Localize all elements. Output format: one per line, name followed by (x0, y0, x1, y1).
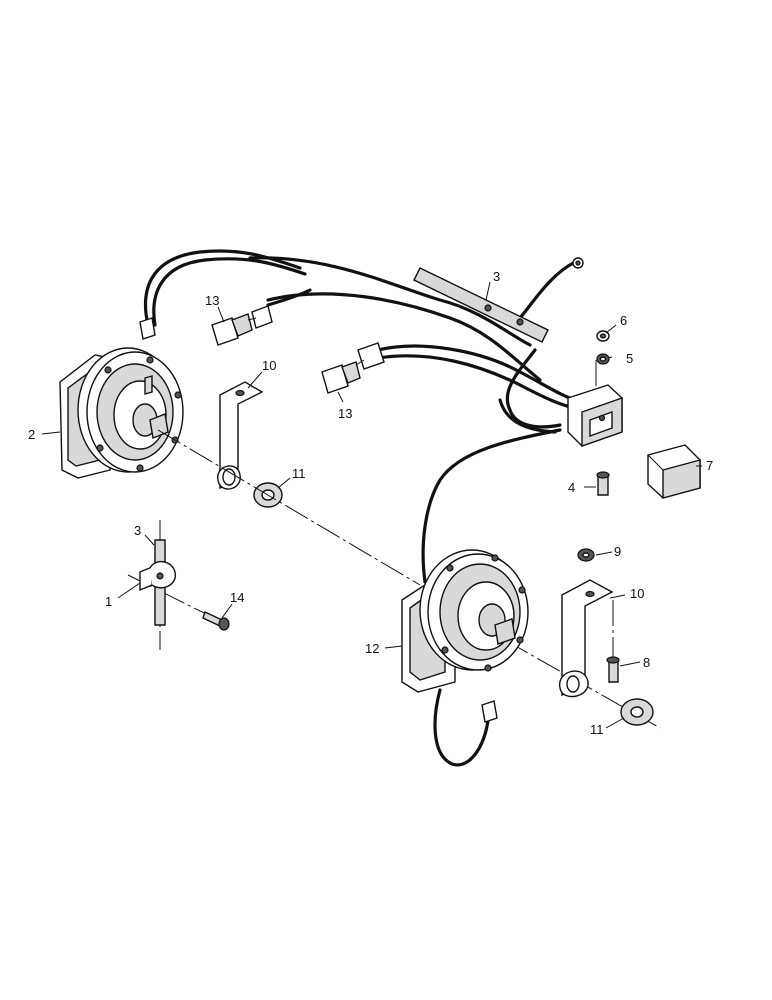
callout-8: 8 (643, 655, 650, 670)
ring-terminal (572, 257, 584, 269)
connector-13-left (211, 305, 273, 346)
nut-6 (596, 330, 610, 342)
callout-10-upper: 10 (262, 358, 276, 373)
wiring-harness (143, 249, 577, 767)
bracket-10-lower (559, 579, 614, 698)
callout-14: 14 (230, 590, 244, 605)
screw-14 (202, 611, 230, 631)
callout-7: 7 (706, 458, 713, 473)
callout-13-left: 13 (205, 293, 219, 308)
clamp-1 (139, 561, 176, 592)
callout-12: 12 (365, 641, 379, 656)
callout-13-center: 13 (338, 406, 352, 421)
callout-3-lower: 3 (134, 523, 141, 538)
relay-7 (647, 444, 701, 499)
horn-left (59, 317, 184, 479)
callout-3-upper: 3 (493, 269, 500, 284)
callout-1: 1 (105, 594, 112, 609)
washer-5 (596, 353, 610, 365)
bolt-8 (606, 656, 620, 683)
bolt-4 (596, 471, 610, 496)
callout-9: 9 (614, 544, 621, 559)
relay-socket (567, 384, 623, 447)
callout-10-lower: 10 (630, 586, 644, 601)
nut-11-lower (620, 698, 654, 726)
callout-6: 6 (620, 313, 627, 328)
washer-9 (577, 548, 595, 562)
callout-5: 5 (626, 351, 633, 366)
connector-13-center (321, 342, 385, 394)
callout-4: 4 (568, 480, 575, 495)
callout-11-upper: 11 (292, 466, 306, 481)
callout-labels: 2 13 10 3 6 5 7 4 11 13 3 1 14 12 9 10 8… (28, 269, 713, 737)
cable-sleeve-upper (413, 267, 549, 343)
horn-right (401, 549, 529, 723)
leader-lines (41, 281, 702, 729)
callout-2: 2 (28, 427, 35, 442)
bracket-10-upper (217, 381, 264, 490)
callout-11-lower: 11 (590, 722, 604, 737)
